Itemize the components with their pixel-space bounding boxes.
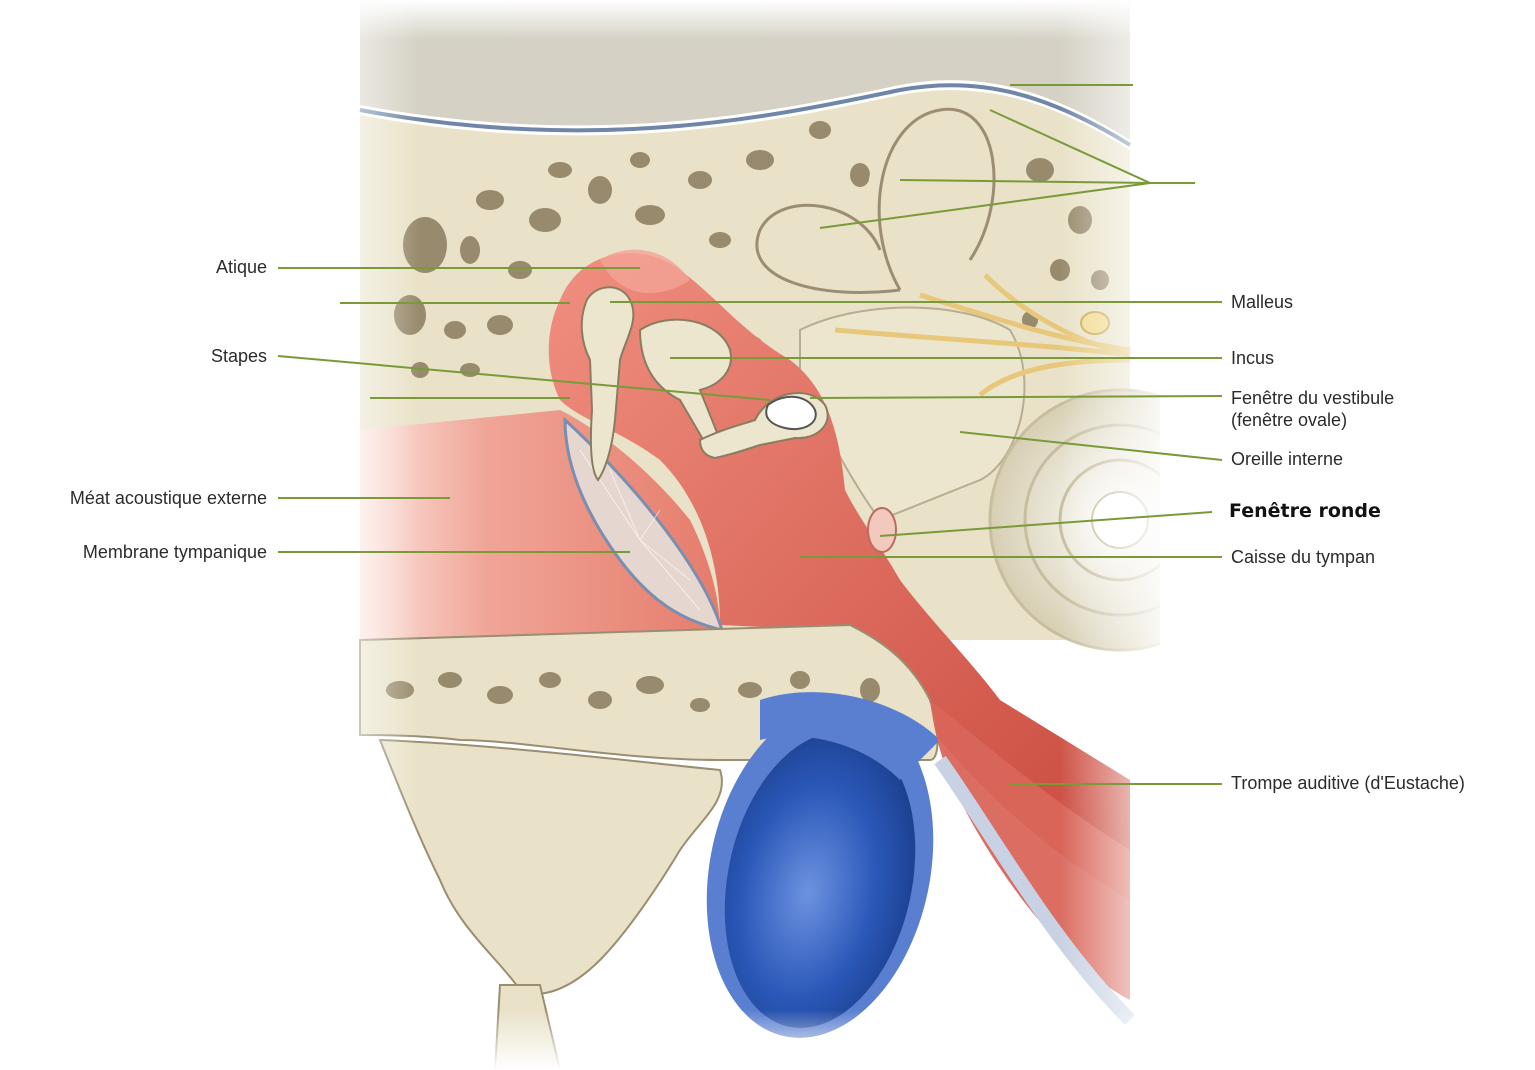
label-membrane: Membrane tympanique [83,541,267,563]
round-window [868,508,896,552]
label-fenetre-vestibule: Fenêtre du vestibule (fenêtre ovale) [1231,387,1394,431]
label-meat: Méat acoustique externe [70,487,267,509]
label-fenetre-ronde: Fenêtre ronde [1229,500,1381,522]
label-oreille-interne: Oreille interne [1231,448,1343,470]
label-incus: Incus [1231,347,1274,369]
label-stapes: Stapes [211,345,267,367]
mastoid-process [380,740,722,994]
label-atique: Atique [216,256,267,278]
label-fenetre-vestibule-line1: Fenêtre du vestibule [1231,387,1394,409]
label-trompe: Trompe auditive (d'Eustache) [1231,772,1465,794]
label-fenetre-vestibule-line2: (fenêtre ovale) [1231,409,1394,431]
label-malleus: Malleus [1231,291,1293,313]
label-caisse: Caisse du tympan [1231,546,1375,568]
